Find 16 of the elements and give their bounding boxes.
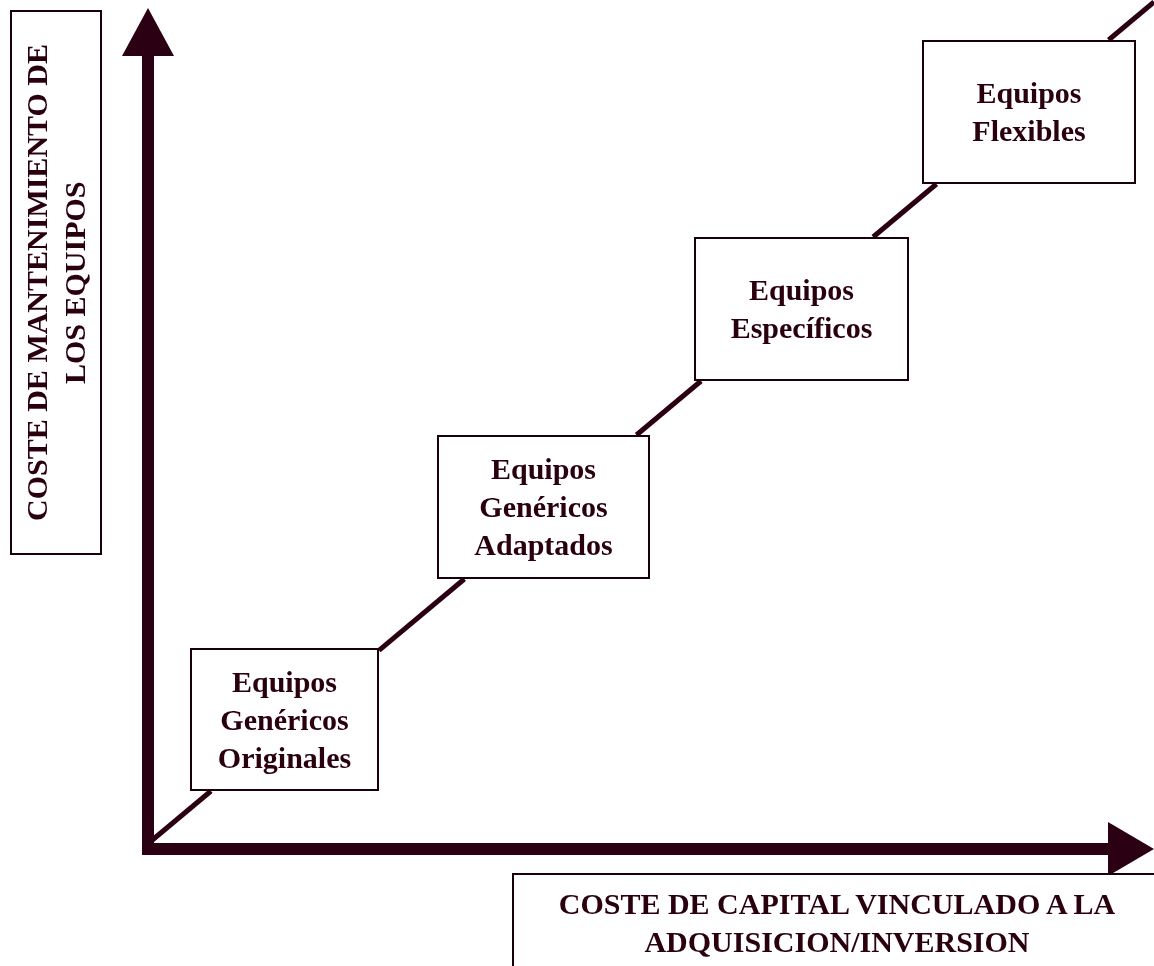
category-box xyxy=(694,237,909,381)
connector-line xyxy=(1106,0,1154,42)
category-label: Equipos Flexibles xyxy=(971,75,1087,149)
category-label: Equipos Específicos xyxy=(729,272,874,346)
axis-title: COSTE DE CAPITAL VINCULADO A LA ADQUISICION/INVERSION xyxy=(557,886,1117,960)
category-box xyxy=(190,648,379,791)
axis-title-box xyxy=(10,10,102,555)
category-label: Equipos Genéricos Originales xyxy=(216,663,353,776)
axis-title: COSTE DE MANTENIMIENTO DE LOS EQUIPOS xyxy=(19,43,92,523)
connector-line xyxy=(377,577,466,653)
connector-line xyxy=(634,379,703,437)
category-label: Equipos Genéricos Adaptados xyxy=(473,451,614,563)
axis-title-box xyxy=(512,873,1154,966)
connector-line xyxy=(871,182,939,239)
category-box xyxy=(437,435,650,579)
category-box xyxy=(922,40,1136,184)
